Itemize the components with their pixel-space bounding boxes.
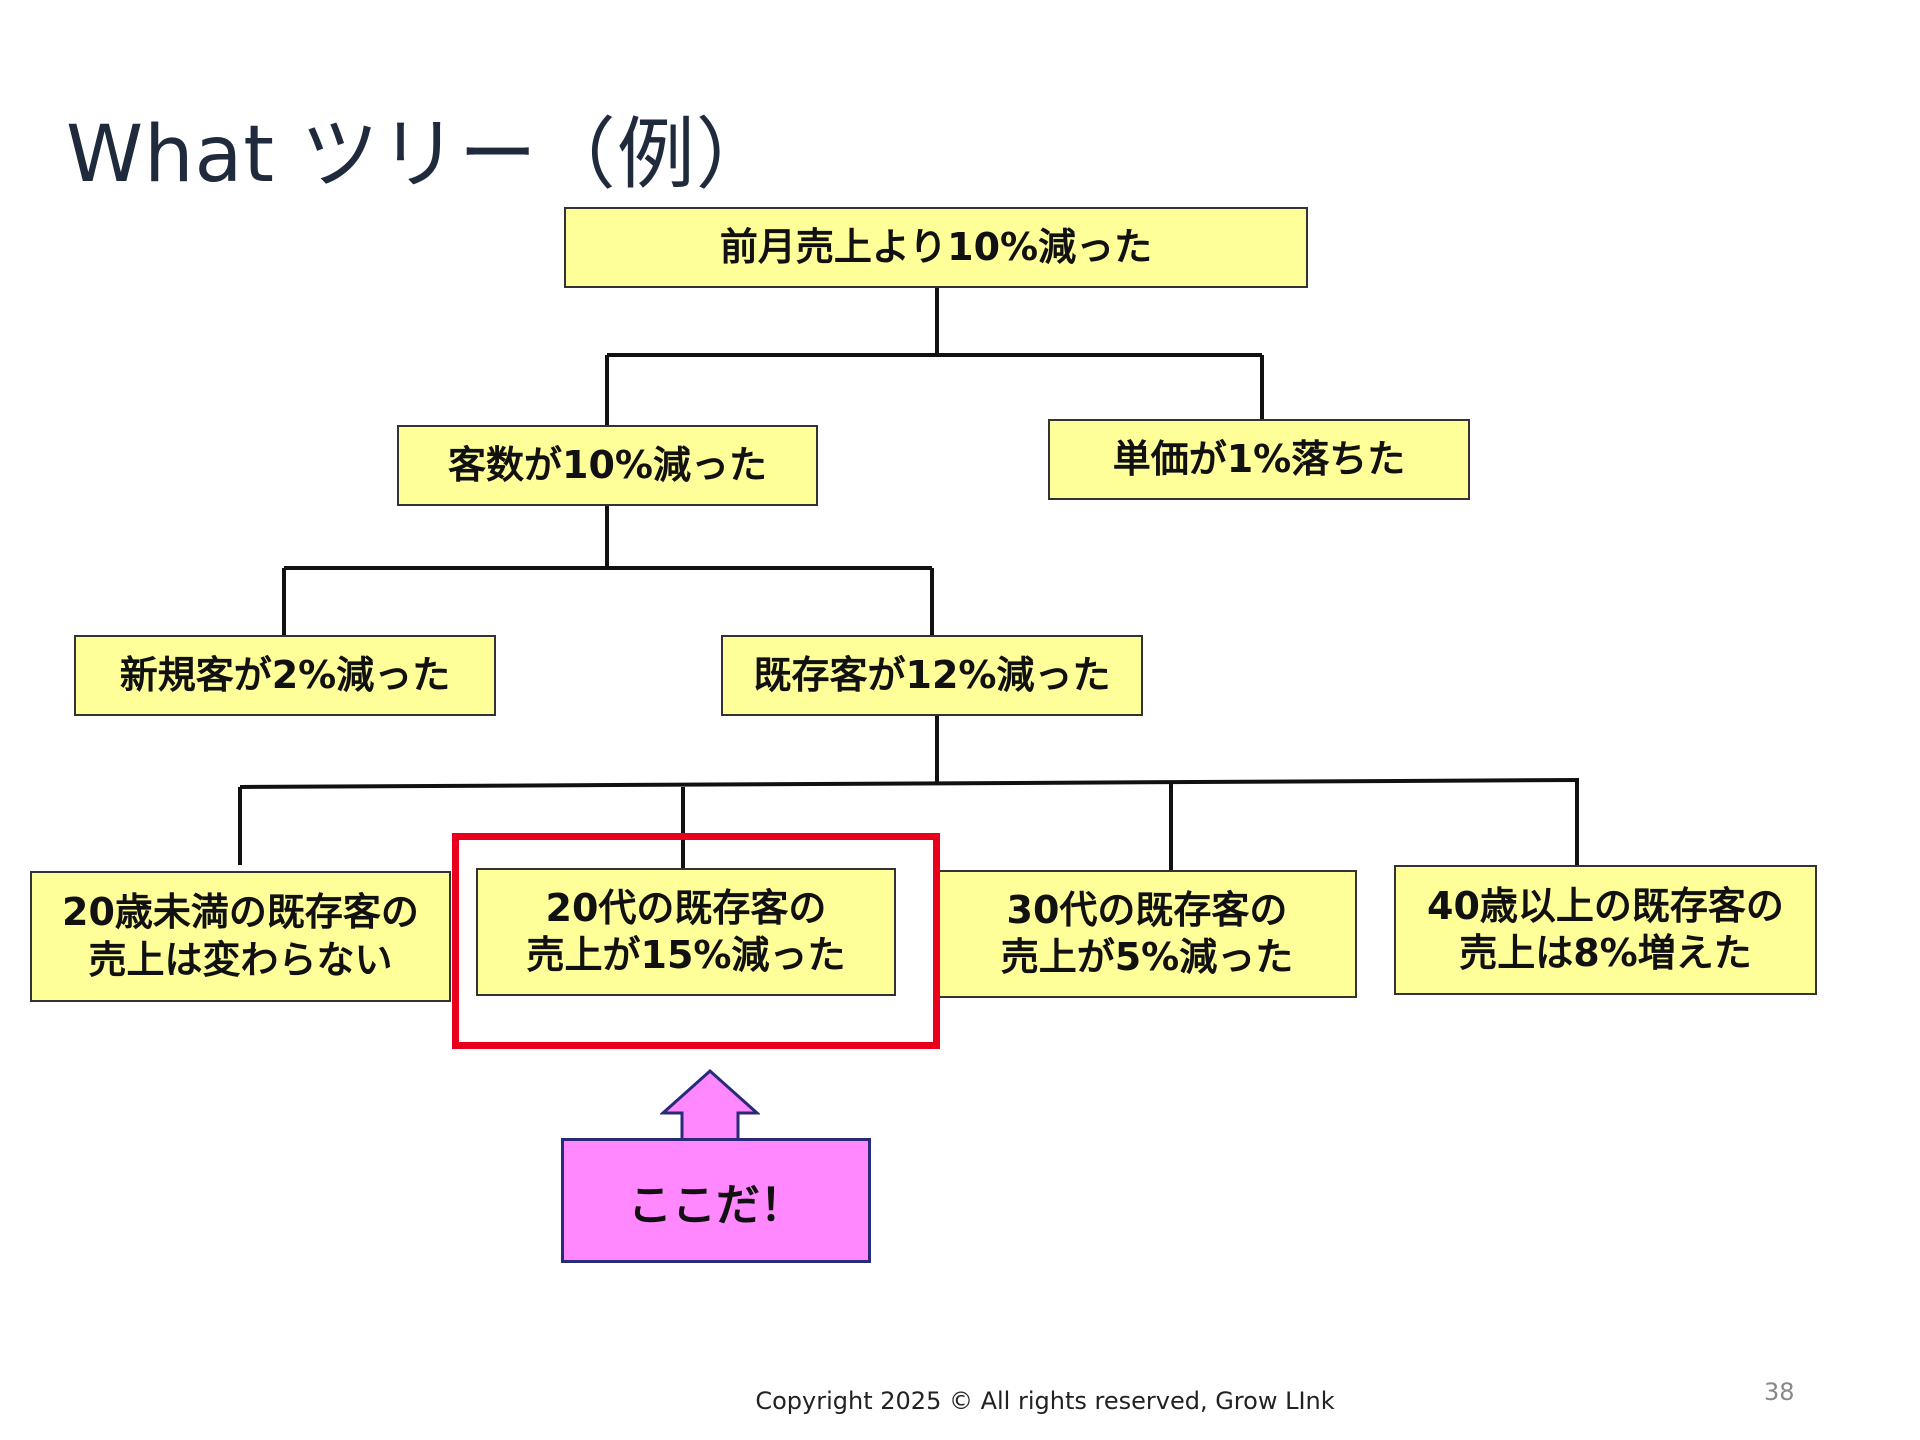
twenties-node: 20代の既存客の 売上が15%減った [476, 868, 896, 996]
unit-price-node: 単価が1%落ちた [1048, 419, 1470, 500]
over40-node: 40歳以上の既存客の 売上は8%増えた [1394, 865, 1817, 995]
page-number: 38 [1764, 1378, 1795, 1406]
customers-node: 客数が10%減った [397, 425, 818, 506]
highlight-frame [452, 833, 940, 1049]
up-arrow-icon [660, 1069, 760, 1144]
copyright-footer: Copyright 2025 © All rights reserved, Gr… [755, 1387, 1335, 1415]
existing-customers-node: 既存客が12%減った [721, 635, 1143, 716]
under20-node: 20歳未満の既存客の 売上は変わらない [30, 871, 451, 1002]
connector-level3-bar [239, 778, 1580, 789]
slide-title: What ツリー（例） [66, 110, 775, 200]
new-customers-node: 新規客が2%減った [74, 635, 496, 716]
thirties-node: 30代の既存客の 売上が5%減った [937, 870, 1357, 998]
root-node: 前月売上より10%減った [564, 207, 1308, 288]
callout-box: ここだ！ [561, 1138, 871, 1263]
